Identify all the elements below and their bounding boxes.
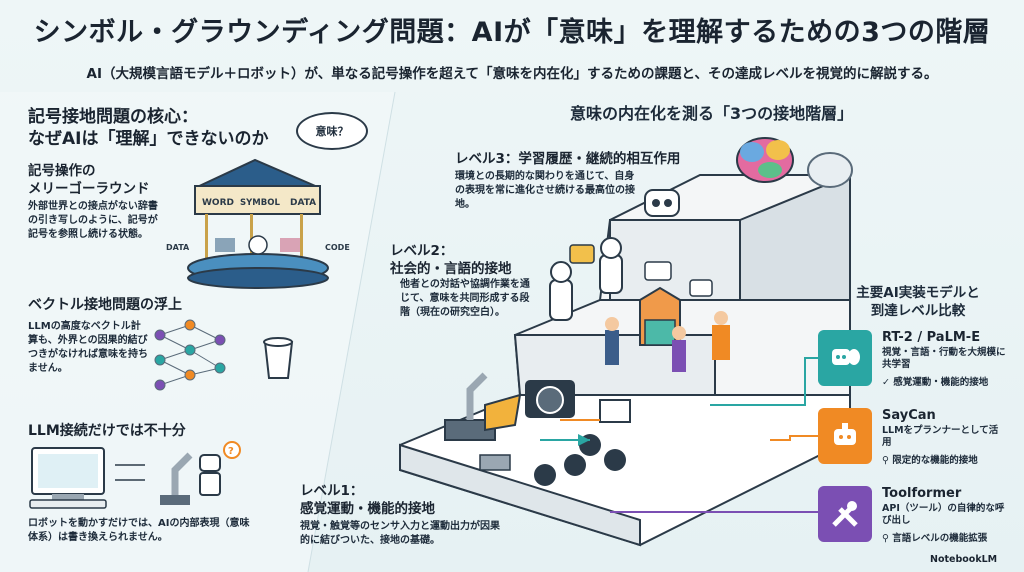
merry-go-round-text: 外部世界との接点がない辞書の引き写しのように、記号が記号を参照し続ける状態。 <box>28 201 158 240</box>
merry-go-round-heading: 記号操作の メリーゴーラウンド <box>28 163 150 197</box>
brain-icon <box>736 137 794 183</box>
robots-and-people-scene <box>549 237 730 372</box>
carousel-illustration <box>187 158 329 289</box>
robot-chat-icon <box>818 408 872 464</box>
models-heading: 主要AI実装モデルと 到達レベル比較 <box>856 285 980 319</box>
model-card-rt2: RT-2 / PaLM-E 視覚・言語・行動を大規模に共学習 ✓ 感覚運動・機能… <box>818 330 1008 388</box>
robot-icon <box>644 189 680 217</box>
model-desc: 視覚・言語・行動を大規模に共学習 <box>882 347 1006 370</box>
level2-title: レベル2： 社会的・言語的接地 <box>390 243 512 277</box>
model-card-toolformer: Toolformer API（ツール）の自律的な呼び出し ⚲ 言語レベルの機能拡… <box>818 486 1008 544</box>
tools-icon <box>818 486 872 542</box>
level3-text: 環境との長期的な関わりを通じて、自身の表現を常に進化させ続ける最高位の接地。 <box>455 171 635 210</box>
connector-orange <box>770 435 818 441</box>
page-title: シンボル・グラウンディング問題：AIが「意味」を理解するための3つの階層 <box>33 17 991 48</box>
model-desc: LLMをプランナーとして活用 <box>882 425 999 448</box>
carousel-label-symbol: SYMBOL <box>240 198 280 208</box>
level3-title: レベル3：学習履歴・継続的相互作用 <box>455 151 681 167</box>
model-tag: ⚲ 言語レベルの機能拡張 <box>882 533 988 544</box>
connector-teal <box>710 357 818 406</box>
llm-heading: LLM接続だけでは不十分 <box>28 423 186 439</box>
carousel-side-data: DATA <box>166 243 190 252</box>
question-icon <box>223 441 241 459</box>
core-heading: 記号接地問題の核心： なぜAIは「理解」できないのか <box>28 107 269 149</box>
model-card-saycan: SayCan LLMをプランナーとして活用 ⚲ 限定的な機能的接地 <box>818 408 1008 466</box>
neural-network-icon <box>154 319 226 391</box>
page-subtitle: AI（大規模言語モデル＋ロボット）が、単なる記号操作を超えて「意味を内在化」する… <box>86 66 938 82</box>
carousel-label-word: WORD <box>202 198 234 208</box>
level1-text: 視覚・触覚等のセンサ入力と運動出力が因果的に結びついた、接地の基礎。 <box>300 521 500 546</box>
vector-text: LLMの高度なベクトル計算も、外界との因果的結びつきがなければ意味を持ちません。 <box>28 321 148 374</box>
level1-title: レベル1： 感覚運動・機能的接地 <box>300 483 435 517</box>
model-desc: API（ツール）の自律的な呼び出し <box>882 503 1005 526</box>
thought-bubble: 意味？ <box>296 112 368 150</box>
levels-heading: 意味の内在化を測る「3つの接地階層」 <box>570 104 854 123</box>
level2-text: 他者との対話や協調作業を通じて、意味を共同形成する段階（現在の研究空白）。 <box>400 279 530 318</box>
question-mark: ? <box>228 446 234 457</box>
computer-icon <box>29 447 107 509</box>
cup-icon <box>263 337 294 379</box>
vector-heading: ベクトル接地問題の浮上 <box>28 297 182 313</box>
robot-arm-icon <box>160 452 221 505</box>
model-name: Toolformer <box>882 486 962 501</box>
carousel-label-data: DATA <box>290 198 316 208</box>
sensor-motor-scene <box>444 372 631 486</box>
brain-outline-icon <box>807 152 853 188</box>
llm-text: ロボットを動かすだけでは、AIの内部表現（意味体系）は書き換えられません。 <box>28 518 250 543</box>
model-tag: ✓ 感覚運動・機能的接地 <box>882 377 989 388</box>
model-name: SayCan <box>882 408 936 423</box>
notebooklm-badge: NotebookLM <box>930 554 998 565</box>
exchange-arrows-icon <box>115 464 145 481</box>
model-name: RT-2 / PaLM-E <box>882 330 981 345</box>
model-tag: ⚲ 限定的な機能的接地 <box>882 455 978 466</box>
carousel-side-code: CODE <box>325 243 350 252</box>
robot-brain-icon <box>818 330 872 386</box>
